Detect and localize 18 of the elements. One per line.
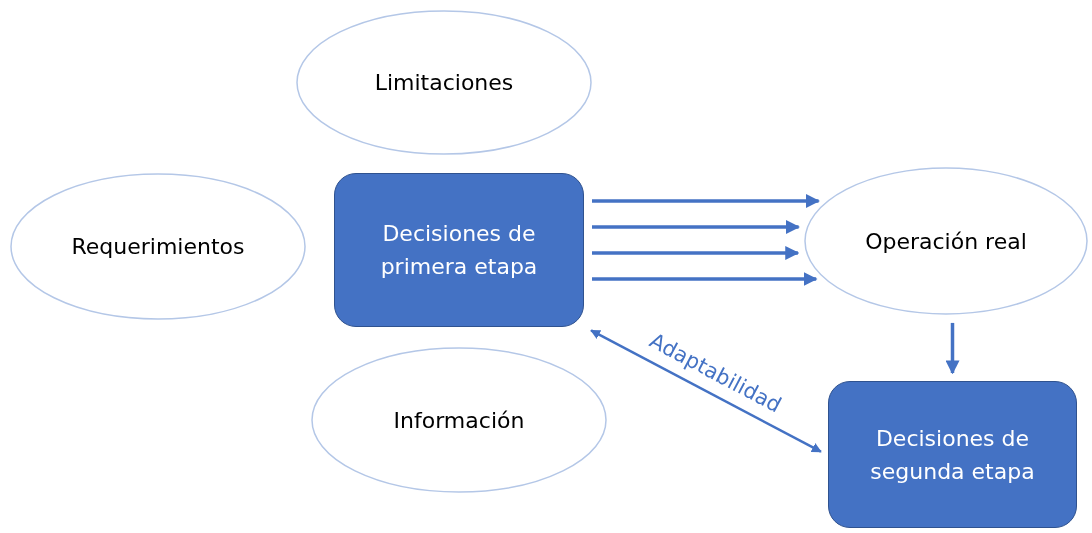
- ellipse-node: [804, 167, 1088, 315]
- ellipse-node: [10, 173, 306, 320]
- rounded-box: [828, 381, 1077, 528]
- arrow: [592, 246, 800, 260]
- node-text: Decisiones de primera etapa: [379, 220, 539, 281]
- node-text: Operación real: [864, 227, 1028, 256]
- node-text: Limitaciones: [373, 69, 515, 97]
- arrow: [945, 322, 960, 375]
- node-text: Decisiones de segunda etapa: [869, 424, 1036, 486]
- arrow: [592, 194, 820, 208]
- arrow: [592, 272, 818, 286]
- ellipse-node: [296, 10, 592, 155]
- arrow: [590, 329, 822, 453]
- node-text: Requerimientos: [70, 233, 246, 261]
- rounded-box: [334, 173, 584, 327]
- arrow: [592, 220, 800, 234]
- node-text: Información: [392, 406, 526, 435]
- ellipse-node: [311, 347, 607, 493]
